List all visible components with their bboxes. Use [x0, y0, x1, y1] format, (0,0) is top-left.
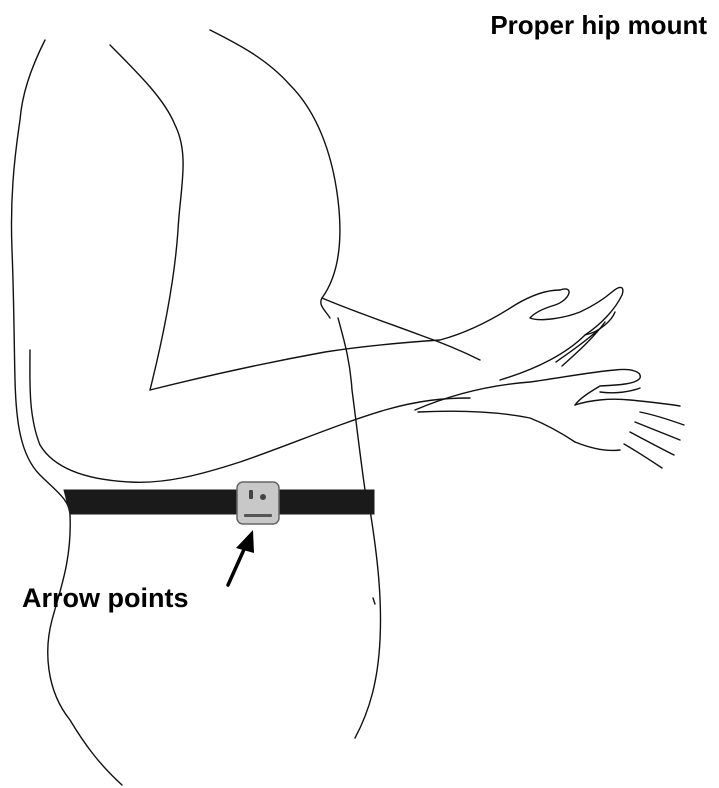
hip-tick — [373, 598, 375, 604]
lower-arm-underside — [418, 411, 575, 442]
belt-strap — [64, 490, 374, 514]
lower-hand-outline — [575, 388, 680, 406]
upper-hand-fingers — [500, 322, 605, 380]
lower-hand-fingers — [575, 412, 684, 468]
torso-front-outline — [210, 30, 340, 318]
upper-hand-outline — [530, 287, 623, 335]
torso-side-outline — [338, 318, 365, 490]
shoulder-outline — [110, 45, 183, 390]
hip-outline — [355, 510, 381, 738]
chest-outline — [322, 298, 480, 360]
diagram-title: Proper hip mount — [490, 10, 707, 41]
hip-monitor-device-icon — [237, 482, 279, 524]
arrow-label: Arrow points — [22, 583, 189, 614]
forearm-upper-outline — [150, 290, 560, 390]
pointer-arrow-icon — [228, 530, 254, 585]
forearm-lower-outline — [415, 369, 640, 410]
upper-arm-outline — [30, 350, 470, 482]
torso-back-outline — [11, 40, 122, 785]
